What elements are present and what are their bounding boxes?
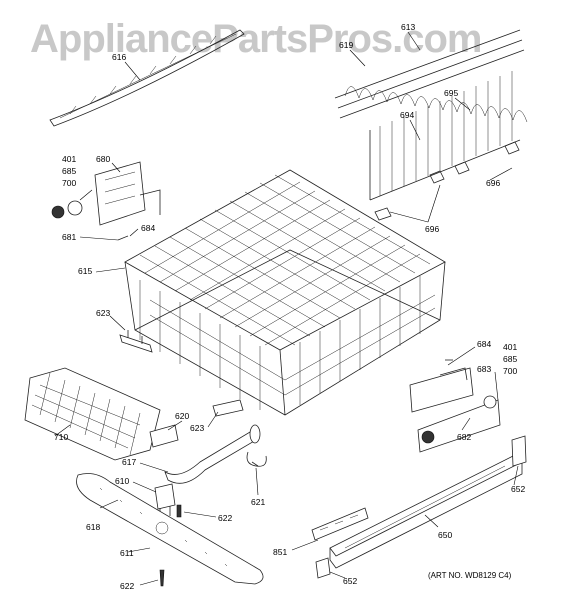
part-622-screw-lower [159, 569, 165, 587]
label-700-right: 700 [503, 366, 517, 376]
part-622-screw-upper [176, 504, 182, 518]
label-682: 682 [457, 432, 471, 442]
label-620: 620 [175, 411, 189, 421]
label-401-left: 401 [62, 154, 76, 164]
label-683: 683 [477, 364, 491, 374]
roller-wheel-left-icon [51, 205, 65, 219]
part-618-spray-arm [76, 473, 264, 585]
label-616: 616 [112, 52, 126, 62]
label-700-left: 700 [62, 178, 76, 188]
part-694-695-tine-panel [369, 71, 521, 221]
label-613: 613 [401, 22, 415, 32]
roller-wheel-right-icon [421, 430, 435, 444]
label-623-left: 623 [96, 308, 110, 318]
label-696-lower: 696 [425, 224, 439, 234]
label-611: 611 [120, 548, 134, 558]
part-683-rack-bracket-right [409, 359, 474, 413]
part-621-tube-clip [246, 451, 267, 467]
label-615: 615 [78, 266, 92, 276]
part-710-utensil-basket [24, 367, 161, 461]
part-615-upper-rack-basket [124, 169, 446, 416]
label-851: 851 [273, 547, 287, 557]
label-622-upper: 622 [218, 513, 232, 523]
label-619: 619 [339, 40, 353, 50]
watermark: AppliancePartsPros.com [30, 17, 482, 61]
label-622-lower: 622 [120, 581, 134, 591]
label-650: 650 [438, 530, 452, 540]
part-616-rack-rail-strip [49, 29, 245, 127]
part-623-clip-center [212, 399, 244, 417]
label-680: 680 [96, 154, 110, 164]
label-610: 610 [115, 476, 129, 486]
label-652-upper: 652 [511, 484, 525, 494]
label-684-left: 684 [141, 223, 155, 233]
label-710: 710 [54, 432, 68, 442]
part-851-bracket [311, 507, 369, 541]
label-617: 617 [122, 457, 136, 467]
leader-lines [54, 31, 519, 586]
art-number: (ART NO. WD8129 C4) [428, 571, 512, 580]
label-681: 681 [62, 232, 76, 242]
label-684-right: 684 [477, 339, 491, 349]
label-618: 618 [86, 522, 100, 532]
label-652-lower: 652 [343, 576, 357, 586]
part-652-end-stop [315, 557, 331, 579]
label-685-left: 685 [62, 166, 76, 176]
label-685-right: 685 [503, 354, 517, 364]
label-694: 694 [400, 110, 414, 120]
part-682-roller-bracket-right [417, 395, 501, 453]
label-401-right: 401 [503, 342, 517, 352]
label-621: 621 [251, 497, 265, 507]
part-620-clip [149, 424, 179, 448]
part-650-rack-slide-rail [329, 435, 527, 569]
label-696-upper: 696 [486, 178, 500, 188]
part-680-rack-bracket-left [51, 161, 161, 241]
label-623-center: 623 [190, 423, 204, 433]
part-labels: 616 613 619 695 694 696 696 401 685 700 … [54, 22, 525, 591]
label-695: 695 [444, 88, 458, 98]
part-619-tine-row [334, 29, 528, 123]
part-617-feed-tube [164, 424, 261, 484]
part-623-clip-left [119, 330, 153, 353]
